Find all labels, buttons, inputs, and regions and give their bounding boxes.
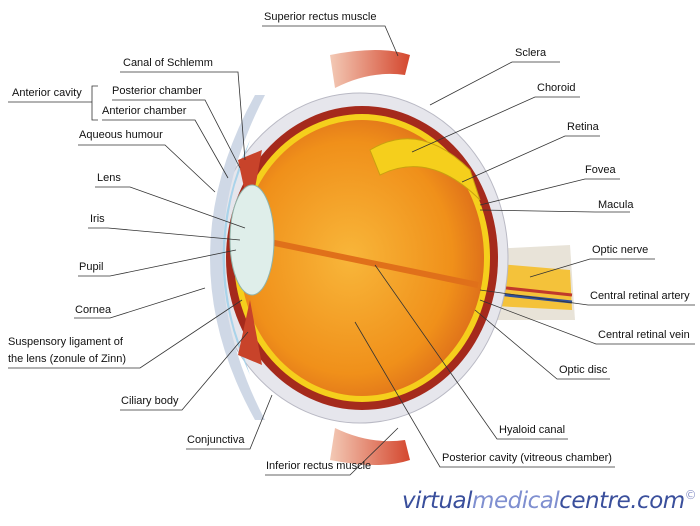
label-pupil: Pupil xyxy=(79,261,104,273)
anterior-chamber xyxy=(222,140,250,375)
logo-part-centre: centre.com xyxy=(559,488,685,514)
label-canal-of-schlemm: Canal of Schlemm xyxy=(123,57,213,69)
label-choroid: Choroid xyxy=(537,82,576,94)
logo-part-medical: medical xyxy=(472,488,560,514)
label-optic-nerve: Optic nerve xyxy=(592,244,649,256)
copyright-symbol: © xyxy=(684,488,697,502)
label-posterior-chamber: Posterior chamber xyxy=(112,85,202,97)
inferior-rectus-muscle xyxy=(330,428,410,465)
label-conjunctiva: Conjunctiva xyxy=(187,434,245,446)
label-anterior-cavity: Anterior cavity xyxy=(12,87,82,99)
cut-away-retina xyxy=(369,138,481,201)
logo: virtualmedicalcentre.com© xyxy=(402,488,697,514)
label-ciliary-body: Ciliary body xyxy=(121,395,179,407)
label-hyaloid-canal: Hyaloid canal xyxy=(499,424,566,436)
label-sclera: Sclera xyxy=(515,47,547,59)
label-inferior-rectus-muscle: Inferior rectus muscle xyxy=(266,460,372,472)
label-posterior-cavity: Posterior cavity (vitreous chamber) xyxy=(442,452,612,464)
label-macula: Macula xyxy=(598,199,634,211)
label-cornea: Cornea xyxy=(75,304,112,316)
logo-part-virtual: virtual xyxy=(402,488,473,514)
lens-shape xyxy=(229,184,275,296)
cornea xyxy=(210,95,265,420)
label-iris: Iris xyxy=(90,213,105,225)
label-anterior-chamber: Anterior chamber xyxy=(102,105,187,117)
hyaloid-canal-line xyxy=(259,237,479,288)
label-fovea: Fovea xyxy=(585,164,616,176)
label-lens: Lens xyxy=(97,172,121,184)
label-central-retinal-vein: Central retinal vein xyxy=(598,329,690,341)
superior-rectus-muscle xyxy=(330,50,410,88)
label-optic-disc: Optic disc xyxy=(559,364,608,376)
leader-lines xyxy=(8,25,695,476)
label-suspensory-ligament-2: the lens (zonule of Zinn) xyxy=(8,353,127,365)
label-suspensory-ligament-1: Suspensory ligament of xyxy=(8,336,123,348)
label-retina: Retina xyxy=(567,121,599,133)
label-central-retinal-artery: Central retinal artery xyxy=(590,290,690,302)
label-aqueous-humour: Aqueous humour xyxy=(79,129,163,141)
label-superior-rectus-muscle: Superior rectus muscle xyxy=(264,11,377,23)
